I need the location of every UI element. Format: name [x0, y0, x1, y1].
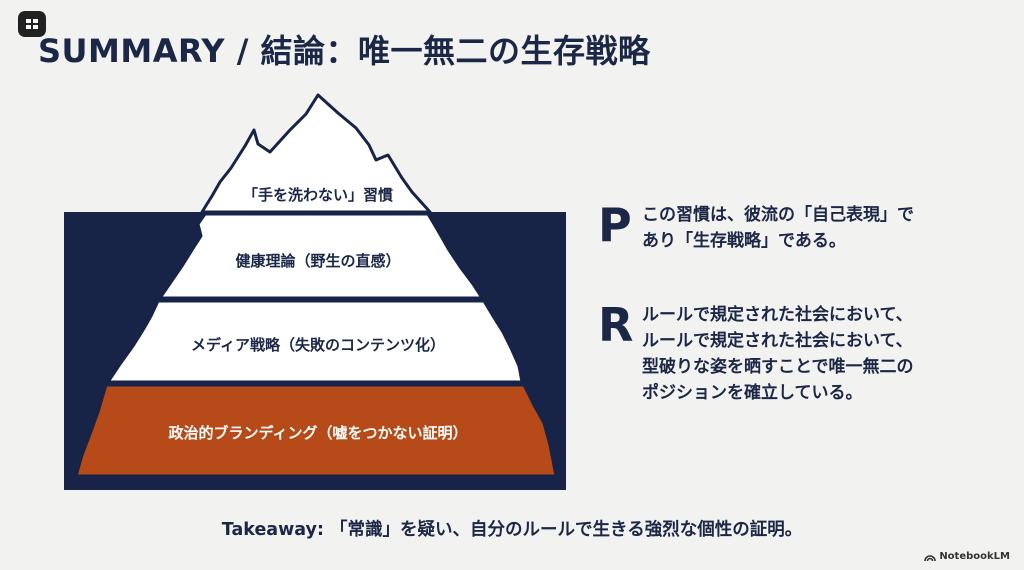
iceberg-base-tier: [74, 383, 558, 478]
iceberg-upper-tier: [158, 212, 484, 300]
point-r-line-4: ポジションを確立している。: [642, 383, 863, 403]
point-p-letter: P: [598, 198, 632, 252]
point-r-letter: R: [598, 298, 634, 352]
notebooklm-logo-icon: [924, 554, 937, 561]
app-menu-button[interactable]: [18, 11, 46, 37]
point-p-text: この習慣は、彼流の「自己表現」で あり「生存戦略」である。: [642, 202, 914, 254]
takeaway-text: Takeaway: 「常識」を疑い、自分のルールで生きる強烈な個性の証明。: [221, 520, 803, 540]
tier-label-upper: 健康理論（野生の直感）: [235, 252, 401, 270]
iceberg-middle-tier: [106, 299, 524, 384]
point-p-line-2: あり「生存戦略」である。: [642, 231, 846, 251]
point-p: P この習慣は、彼流の「自己表現」で あり「生存戦略」である。: [598, 202, 914, 254]
point-r-text: ルールで規定された社会において、 ルールで規定された社会において、 型破りな姿を…: [642, 302, 914, 406]
point-p-line-1: この習慣は、彼流の「自己表現」で: [642, 205, 914, 225]
notebooklm-brand: NotebookLM: [924, 551, 1010, 562]
point-r-line-3: 型破りな姿を晒すことで唯一無二の: [642, 357, 914, 377]
iceberg-peak-tier: [200, 93, 432, 214]
grid-icon: [26, 19, 38, 29]
iceberg-diagram: [64, 93, 566, 490]
point-r: R ルールで規定された社会において、 ルールで規定された社会において、 型破りな…: [598, 302, 914, 406]
tier-label-base: 政治的ブランディング（嘘をつかない証明）: [168, 424, 468, 442]
tier-label-middle: メディア戦略（失敗のコンテンツ化）: [191, 336, 445, 354]
notebooklm-brand-label: NotebookLM: [939, 551, 1010, 562]
point-r-line-2: ルールで規定された社会において、: [642, 331, 913, 351]
slide-title: SUMMARY / 結論：唯一無二の生存戦略: [38, 32, 651, 70]
tier-label-peak: 「手を洗わない」習慣: [242, 186, 394, 204]
point-r-line-1: ルールで規定された社会において、: [642, 305, 913, 325]
